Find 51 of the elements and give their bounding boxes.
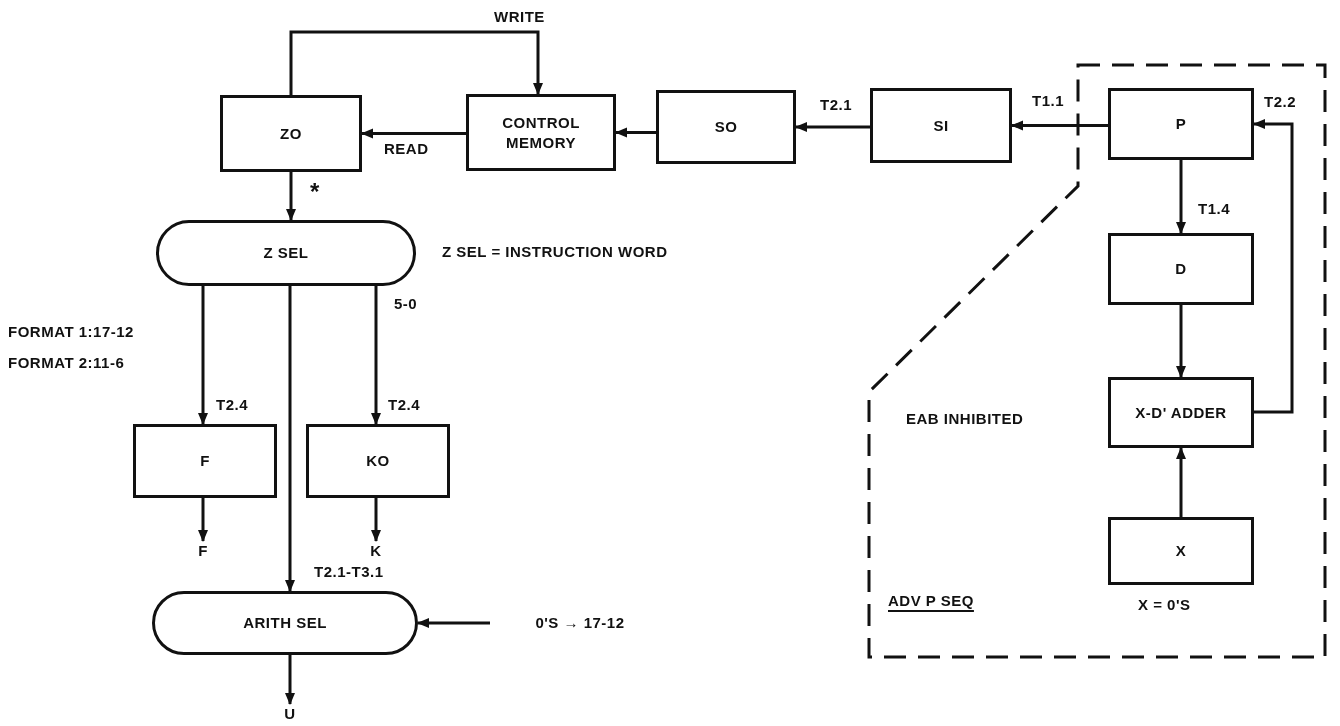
arrow — [286, 172, 296, 221]
process-box — [1108, 88, 1254, 160]
process-box — [133, 424, 277, 498]
process-box — [466, 94, 616, 171]
node-label: P — [1174, 114, 1188, 134]
bit-range-label: FORMAT 1:17-12 — [8, 323, 134, 341]
node-label: X — [1174, 541, 1188, 561]
process-box — [1108, 377, 1254, 448]
arrow — [1253, 119, 1294, 414]
arrow — [417, 618, 490, 628]
node-label: SO — [713, 117, 739, 137]
arrow — [1176, 447, 1186, 517]
node-caption: X = 0'S — [1138, 596, 1191, 614]
arrow — [285, 655, 295, 705]
process-box — [1108, 517, 1254, 585]
process-box — [1108, 233, 1254, 305]
node-label: SI — [932, 115, 950, 136]
arrow — [795, 122, 870, 132]
node-label: K — [369, 541, 383, 561]
arrow — [1176, 305, 1186, 378]
bit-range-label: 5-0 — [394, 295, 418, 313]
node-label: CONTROL MEMORY — [501, 113, 581, 152]
node-label: ARITH SEL — [242, 613, 328, 633]
bit-range-label: FORMAT 2:11-6 — [8, 354, 125, 372]
node-label: F — [197, 541, 209, 561]
node-label: 0'S → 17-12 — [534, 613, 626, 633]
dashed-region — [866, 62, 1328, 660]
arrow — [371, 498, 381, 542]
process-box — [870, 88, 1012, 163]
node-label: ZO — [279, 123, 303, 144]
arrow — [198, 498, 208, 542]
arrow — [1176, 160, 1186, 234]
arrow — [615, 127, 656, 138]
region-label: EAB INHIBITED — [906, 410, 1024, 427]
arrow — [1011, 120, 1108, 131]
process-box — [306, 424, 450, 498]
node-label: F — [199, 451, 211, 471]
process-box — [656, 90, 796, 164]
node-label: D — [1174, 259, 1188, 279]
region-label: ADV P SEQ — [888, 592, 974, 609]
process-box — [220, 95, 362, 172]
node-label: X-D' ADDER — [1134, 402, 1228, 423]
node-label: U — [283, 704, 297, 724]
node-label: Z SEL — [262, 243, 310, 263]
node-label: KO — [365, 451, 391, 471]
node-caption: Z SEL = INSTRUCTION WORD — [442, 243, 668, 261]
arrow — [371, 286, 381, 425]
arrow — [361, 128, 466, 139]
arrow — [289, 30, 543, 95]
arrow — [285, 286, 295, 592]
arrow — [198, 286, 208, 425]
